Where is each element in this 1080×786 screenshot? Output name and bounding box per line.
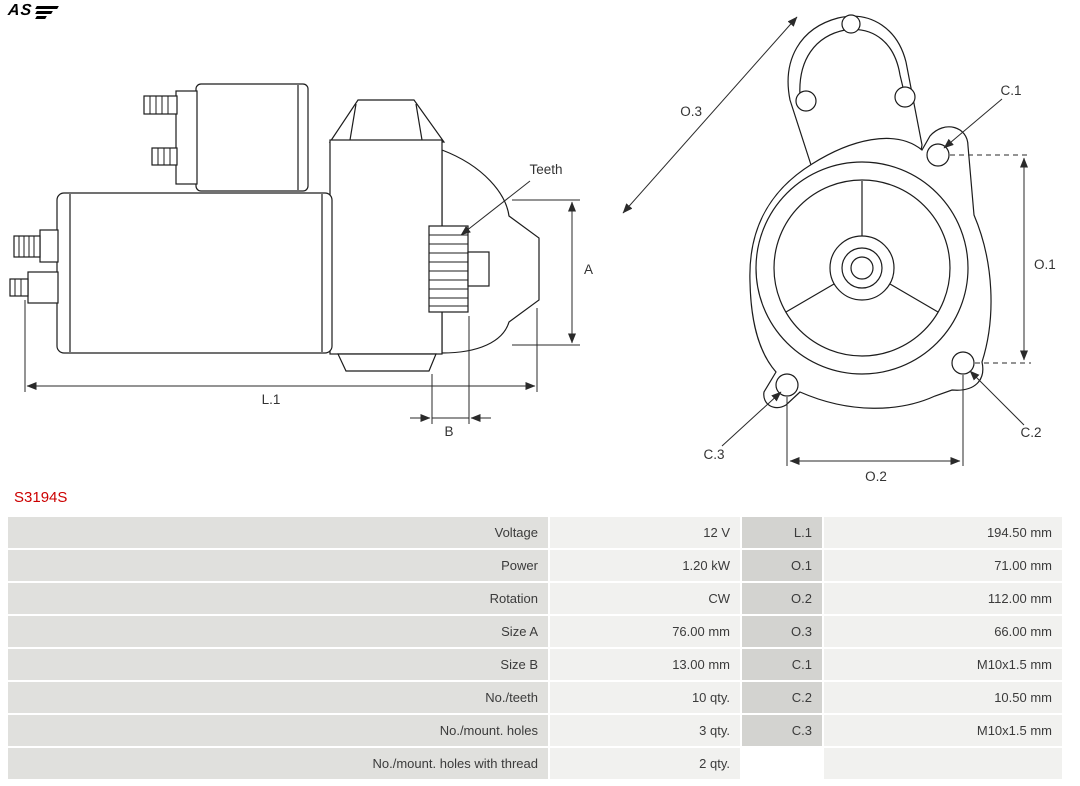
side-dimension-lines bbox=[24, 180, 580, 424]
pinion-shaft bbox=[467, 251, 490, 287]
housing-top-bracket bbox=[328, 99, 446, 143]
dim-label: L.1 bbox=[742, 517, 822, 548]
leader-c2 bbox=[969, 370, 1025, 426]
table-row: Voltage 12 V L.1 194.50 mm bbox=[8, 517, 1062, 548]
drive-housing bbox=[329, 139, 443, 355]
table-row: Size B 13.00 mm C.1 M10x1.5 mm bbox=[8, 649, 1062, 680]
mount-hole-c1 bbox=[926, 143, 950, 167]
spec-label: No./teeth bbox=[8, 682, 548, 713]
spec-label: No./mount. holes with thread bbox=[8, 748, 548, 779]
label-b: B bbox=[444, 424, 453, 439]
dim-label: C.1 bbox=[742, 649, 822, 680]
spec-value: 12 V bbox=[550, 517, 740, 548]
spec-value: 10 qty. bbox=[550, 682, 740, 713]
table-row: No./mount. holes with thread 2 qty. bbox=[8, 748, 1062, 779]
dim-value: 71.00 mm bbox=[824, 550, 1062, 581]
solenoid-cap bbox=[175, 90, 198, 185]
dim-value bbox=[824, 748, 1062, 779]
dim-value: M10x1.5 mm bbox=[824, 649, 1062, 680]
dim-value: M10x1.5 mm bbox=[824, 715, 1062, 746]
table-row: No./mount. holes 3 qty. C.3 M10x1.5 mm bbox=[8, 715, 1062, 746]
spec-label: No./mount. holes bbox=[8, 715, 548, 746]
spec-label: Rotation bbox=[8, 583, 548, 614]
face-spokes bbox=[785, 181, 939, 313]
dim-value: 66.00 mm bbox=[824, 616, 1062, 647]
dim-label: O.1 bbox=[742, 550, 822, 581]
label-c1: C.1 bbox=[1000, 83, 1021, 98]
dimension-labels: Teeth A L.1 B O.3 C.1 O.1 C.3 O.2 C.2 bbox=[262, 83, 1056, 484]
mount-hole-c3 bbox=[775, 373, 799, 397]
leader-c3 bbox=[721, 391, 782, 447]
dim-label: C.3 bbox=[742, 715, 822, 746]
shaft-center bbox=[850, 256, 874, 280]
label-o1: O.1 bbox=[1034, 257, 1056, 272]
spec-label: Power bbox=[8, 550, 548, 581]
spec-value: 13.00 mm bbox=[550, 649, 740, 680]
spec-value: 2 qty. bbox=[550, 748, 740, 779]
dim-label: O.2 bbox=[742, 583, 822, 614]
part-number: S3194S bbox=[14, 489, 68, 506]
side-view bbox=[9, 83, 540, 372]
bracket-hole-top bbox=[841, 14, 861, 34]
spec-label: Size B bbox=[8, 649, 548, 680]
pinion-gear bbox=[428, 225, 469, 313]
dim-label: C.2 bbox=[742, 682, 822, 713]
table-row: No./teeth 10 qty. C.2 10.50 mm bbox=[8, 682, 1062, 713]
technical-drawing: Teeth A L.1 B O.3 C.1 O.1 C.3 O.2 C.2 bbox=[9, 14, 1056, 484]
leader-c1 bbox=[943, 98, 1003, 149]
table-row: Size A 76.00 mm O.3 66.00 mm bbox=[8, 616, 1062, 647]
label-l1: L.1 bbox=[262, 392, 281, 407]
dim-label bbox=[742, 748, 822, 779]
front-dimension-lines bbox=[622, 16, 1031, 466]
spec-value: 1.20 kW bbox=[550, 550, 740, 581]
table-row: Power 1.20 kW O.1 71.00 mm bbox=[8, 550, 1062, 581]
table-row: Rotation CW O.2 112.00 mm bbox=[8, 583, 1062, 614]
dim-value: 10.50 mm bbox=[824, 682, 1062, 713]
housing-lower-lip bbox=[337, 353, 437, 372]
mount-hole-c2 bbox=[951, 351, 975, 375]
left-terminal-studs bbox=[9, 229, 59, 304]
label-o2: O.2 bbox=[865, 469, 887, 484]
spec-value: CW bbox=[550, 583, 740, 614]
dim-label: O.3 bbox=[742, 616, 822, 647]
bracket-hole-right bbox=[894, 86, 916, 108]
dim-value: 194.50 mm bbox=[824, 517, 1062, 548]
front-view bbox=[749, 14, 992, 409]
dim-line-o3 bbox=[622, 16, 798, 214]
motor-body bbox=[56, 192, 333, 354]
leader-teeth bbox=[460, 180, 531, 236]
solenoid-terminal-studs bbox=[143, 95, 178, 166]
solenoid bbox=[195, 83, 309, 192]
label-c3: C.3 bbox=[703, 447, 724, 462]
dim-value: 112.00 mm bbox=[824, 583, 1062, 614]
spec-label: Voltage bbox=[8, 517, 548, 548]
label-c2: C.2 bbox=[1020, 425, 1041, 440]
label-a: A bbox=[584, 262, 593, 277]
label-o3: O.3 bbox=[680, 104, 702, 119]
spec-table: Voltage 12 V L.1 194.50 mm Power 1.20 kW… bbox=[8, 517, 1062, 781]
spec-value: 3 qty. bbox=[550, 715, 740, 746]
bracket-hole-left bbox=[795, 90, 817, 112]
spec-value: 76.00 mm bbox=[550, 616, 740, 647]
label-teeth: Teeth bbox=[529, 162, 562, 177]
spec-label: Size A bbox=[8, 616, 548, 647]
